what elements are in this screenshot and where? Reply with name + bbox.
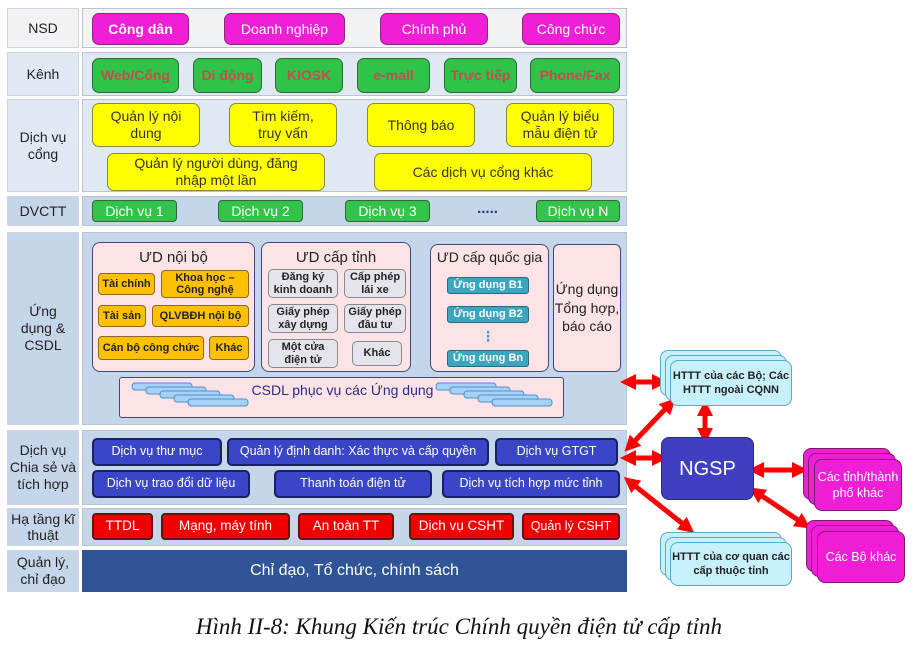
cs-gtgt: Dịch vụ GTGT bbox=[495, 438, 618, 466]
dvc-quan-ly-nguoi-dung: Quản lý người dùng, đăng nhập một lần bbox=[107, 153, 325, 191]
arrow-ngsp-bo-khac bbox=[749, 487, 811, 529]
kenh-di-dong: Di động bbox=[193, 58, 262, 93]
dvctt-1: Dịch vụ 1 bbox=[92, 200, 177, 222]
ud-tong-hop: Ứng dụng Tổng hợp, báo cáo bbox=[553, 244, 621, 372]
row-label-nsd: NSD bbox=[7, 8, 79, 48]
ud-noi-bo-title: ƯD nội bộ bbox=[139, 249, 208, 266]
kenh-phone-fax: Phone/Fax bbox=[530, 58, 620, 93]
ht-an-toan: An toàn TT bbox=[298, 513, 394, 540]
httt-bo-label: HTTT của các Bộ; Các HTTT ngoài CQNN bbox=[670, 360, 792, 406]
arrow-chiase-httt-bo bbox=[624, 398, 676, 452]
dvctt-n: Dịch vụ N bbox=[536, 200, 620, 222]
ht-dich-vu-csht: Dịch vụ CSHT bbox=[409, 513, 514, 540]
ud-cap-tinh-group: ƯD cấp tỉnh Đăng ký kinh doanh Cấp phép … bbox=[261, 242, 411, 372]
row-label-ung-dung-csdl: Ứng dụng & CSDL bbox=[7, 232, 79, 425]
ud-qg-dots: ⋮ bbox=[481, 327, 495, 344]
ud-b1: Ứng dụng B1 bbox=[447, 277, 529, 294]
kenh-email: e-mail bbox=[357, 58, 430, 93]
ud-tai-chinh: Tài chính bbox=[98, 273, 155, 295]
ud-cap-phep-lai-xe: Cấp phép lái xe bbox=[344, 269, 406, 298]
ud-khac-tinh: Khác bbox=[352, 341, 402, 366]
ud-tai-san: Tài sản bbox=[98, 305, 146, 327]
figure-caption: Hình II-8: Khung Kiến trúc Chính quyền đ… bbox=[195, 614, 723, 639]
dvc-quan-ly-noi-dung: Quản lý nội dung bbox=[92, 103, 200, 147]
dvc-bieu-mau: Quản lý biểu mẫu điện tử bbox=[506, 103, 614, 147]
httt-bo-stack: HTTT của các Bộ; Các HTTT ngoài CQNN bbox=[660, 350, 792, 408]
database-disks-icon bbox=[131, 382, 553, 407]
ht-ttdl: TTDL bbox=[92, 513, 153, 540]
ud-khac-noi-bo: Khác bbox=[209, 336, 249, 360]
tinh-khac-label: Các tỉnh/thành phố khác bbox=[814, 459, 902, 511]
cs-dinh-danh: Quản lý định danh: Xác thực và cấp quyền bbox=[227, 438, 489, 466]
nsd-chinh-phu: Chính phủ bbox=[380, 13, 488, 45]
tinh-khac-stack: Các tỉnh/thành phố khác bbox=[803, 448, 903, 512]
dvc-thong-bao: Thông báo bbox=[367, 103, 475, 147]
ud-quoc-gia-title: ƯD cấp quốc gia bbox=[436, 249, 543, 265]
nsd-doanh-nghiep: Doanh nghiệp bbox=[224, 13, 345, 45]
row-label-chia-se: Dịch vụ Chia sẻ và tích hợp bbox=[7, 430, 79, 505]
ud-mot-cua: Một cửa điện tử bbox=[268, 339, 338, 368]
ngsp-box: NGSP bbox=[661, 437, 754, 500]
cs-trao-doi: Dịch vụ trao đổi dữ liệu bbox=[92, 470, 250, 498]
row-label-kenh: Kênh bbox=[7, 52, 79, 96]
row-label-quan-ly: Quản lý, chỉ đạo bbox=[7, 550, 79, 592]
ud-quoc-gia-group: ƯD cấp quốc gia Ứng dụng B1 Ứng dụng B2 … bbox=[430, 244, 549, 372]
row-label-dich-vu-cong: Dịch vụ cổng bbox=[7, 99, 79, 192]
kenh-truc-tiep: Trực tiếp bbox=[444, 58, 517, 93]
kenh-kiosk: KIOSK bbox=[275, 58, 343, 93]
cs-thanh-toan: Thanh toán điện tử bbox=[274, 470, 432, 498]
csdl-box: CSDL phục vụ các Ứng dụng bbox=[119, 377, 564, 418]
row-label-dvctt: DVCTT bbox=[7, 196, 79, 226]
dvc-cong-khac: Các dịch vụ cổng khác bbox=[374, 153, 592, 191]
httt-tinh-label: HTTT của cơ quan các cấp thuộc tỉnh bbox=[670, 542, 792, 586]
cs-tich-hop: Dịch vụ tích hợp mức tỉnh bbox=[442, 470, 620, 498]
cs-thu-muc: Dịch vụ thư mục bbox=[92, 438, 222, 466]
row-label-ha-tang: Hạ tầng kĩ thuật bbox=[7, 508, 79, 546]
ud-bn: Ứng dụng Bn bbox=[447, 350, 529, 367]
quan-ly-bar: Chỉ đạo, Tổ chức, chính sách bbox=[82, 550, 627, 592]
csdl-label: CSDL phục vụ các Ứng dụng bbox=[251, 382, 434, 398]
dvctt-ellipsis: ..... bbox=[477, 200, 498, 217]
kenh-web: Web/Cổng bbox=[92, 58, 179, 93]
dvc-tim-kiem: Tìm kiếm, truy vấn bbox=[229, 103, 337, 147]
ud-dang-ky-kd: Đăng ký kinh doanh bbox=[268, 269, 338, 298]
ud-b2: Ứng dụng B2 bbox=[447, 306, 529, 323]
ud-qlvbdh: QLVBĐH nội bộ bbox=[152, 305, 249, 327]
ud-noi-bo-group: ƯD nội bộ Tài chính Khoa học – Công nghệ… bbox=[92, 242, 255, 372]
ht-mang: Mạng, máy tính bbox=[161, 513, 290, 540]
bo-khac-label: Các Bộ khác bbox=[817, 531, 905, 583]
ht-quan-ly-csht: Quản lý CSHT bbox=[522, 513, 620, 540]
ud-khoa-hoc: Khoa học – Công nghệ bbox=[161, 270, 249, 298]
ud-cap-tinh-title: ƯD cấp tỉnh bbox=[295, 249, 377, 266]
dvctt-3: Dịch vụ 3 bbox=[345, 200, 430, 222]
httt-tinh-stack: HTTT của cơ quan các cấp thuộc tỉnh bbox=[660, 532, 792, 588]
nsd-cong-chuc: Công chức bbox=[522, 13, 620, 45]
nsd-cong-dan: Công dân bbox=[92, 13, 189, 45]
ud-gp-xay-dung: Giấy phép xây dựng bbox=[268, 304, 338, 333]
ud-gp-dau-tu: Giấy phép đầu tư bbox=[344, 304, 406, 333]
bo-khac-stack: Các Bộ khác bbox=[806, 520, 906, 584]
arrow-chiase-httt-tinh bbox=[623, 477, 695, 533]
dvctt-2: Dịch vụ 2 bbox=[218, 200, 303, 222]
ud-can-bo: Cán bộ công chức bbox=[98, 336, 204, 360]
